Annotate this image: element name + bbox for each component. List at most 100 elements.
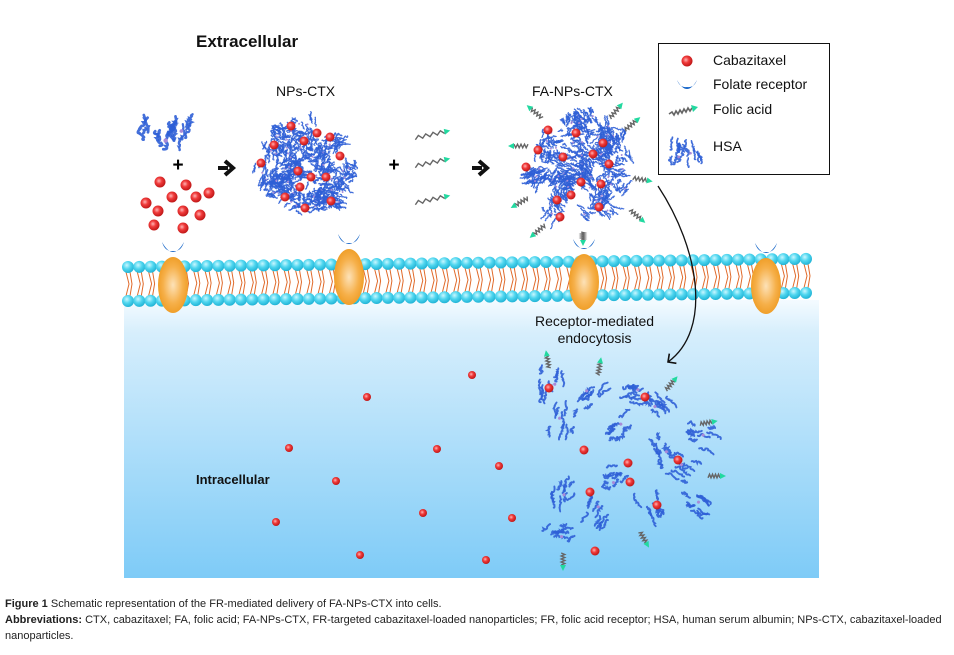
folic-acid-chain [624,117,641,132]
nps-ctx-label: NPs-CTX [276,83,336,99]
lipid-head [732,287,745,300]
legend-label-folic-acid: Folic acid [713,101,773,117]
lipid-head [800,286,812,299]
lipid-head [800,252,812,265]
hsa-protein [667,136,688,166]
lipid-head [427,291,440,304]
legend-label-cabazitaxel: Cabazitaxel [713,52,787,68]
folic-acid-chain [414,193,451,206]
hsa-protein [550,167,571,184]
cabazitaxel-dot [596,179,606,189]
lipid-head [517,256,530,269]
cabazitaxel-dot [433,445,441,453]
lipid-head [381,257,394,270]
lipid-tail [238,270,243,295]
lipid-head [540,255,553,268]
cabazitaxel-dot [571,128,581,138]
legend-label-folate-receptor: Folate receptor [713,76,808,92]
lipid-tail [468,267,472,293]
lipid-head [291,258,304,271]
lipid-head [720,287,733,300]
lipid-head [619,255,632,268]
hsa-protein [302,181,323,204]
lipid-tail [419,268,424,293]
plus-sign-2: + [388,155,399,176]
cabazitaxel-dot [332,477,340,485]
cabazitaxel-dot [419,509,427,517]
lipid-tail [491,267,495,292]
lipid-head [268,293,281,306]
cabazitaxel-dot-icon [681,55,693,67]
lipid-head [788,252,801,265]
lipid-head [630,254,643,267]
cabazitaxel-dot [495,462,503,470]
cabazitaxel-dot [194,209,206,221]
lipid-tail [509,267,514,292]
lipid-tail [321,269,325,294]
lipid-tail [430,268,435,293]
lipid-tail [611,266,616,291]
lipid-head [201,260,214,273]
lipid-head [291,292,304,305]
lipid-head [641,254,654,267]
cabazitaxel-dot [280,192,290,202]
transmembrane-protein [334,249,364,305]
cabazitaxel-dot [468,371,476,379]
lipid-head [528,256,541,269]
cytoplasm-region [124,300,819,578]
lipid-head [461,290,473,303]
lipid-tail [328,269,333,294]
folic-acid-chain [594,357,604,376]
lipid-head [551,289,564,302]
hsa-protein [251,161,269,186]
lipid-tail [792,263,797,289]
lipid-head [235,293,247,306]
folic-acid-chain [526,105,544,120]
cabazitaxel-dot [286,121,296,131]
lipid-tail [299,269,303,295]
cabazitaxel-dot [152,205,164,217]
cabazitaxel-dot [256,158,266,168]
lipid-tail [671,265,675,290]
lipid-tail [724,264,729,289]
lipid-tail [554,266,559,291]
lipid-head [212,259,225,272]
cabazitaxel-dot [154,176,166,188]
lipid-tail [645,265,650,290]
hsa-protein [549,475,576,513]
lipid-tail [441,268,446,293]
lipid-head [280,259,293,272]
lipid-head [630,288,643,301]
lipid-tail [683,265,687,290]
cabazitaxel-dot [326,196,336,206]
lipid-head [415,257,428,270]
lipid-tail [295,269,300,295]
folic-acid-chain [632,174,653,184]
lipid-head [506,290,519,303]
extracellular-label: Extracellular [196,32,299,51]
lipid-tail [276,270,280,295]
lipid-head [494,290,507,303]
caption-figure-text: Schematic representation of the FR-media… [50,598,442,610]
lipid-head [720,253,733,266]
cabazitaxel-dot [604,159,614,169]
lipid-head [302,292,315,305]
caption-abbreviations-text: CTX, cabazitaxel; FA, folic acid; FA-NPs… [5,614,942,642]
legend-item-folate-receptor: Folate receptor [659,76,829,96]
lipid-head [607,255,620,268]
lipid-tail [219,270,223,295]
hsa-protein [539,138,556,163]
lipid-head [314,292,327,305]
legend-label-hsa: HSA [713,138,742,154]
cabazitaxel-dot [673,455,683,465]
lipid-head [596,255,609,268]
lipid-tail [479,267,483,292]
schematic-figure: + + Extracellular Intracellular NPs-CTX … [122,32,830,578]
lipid-head [393,257,406,270]
lipid-tail [197,271,201,296]
lipid-head [675,288,688,301]
lipid-head [257,293,270,306]
folic-acid-chain [608,102,623,120]
hsa-protein [340,170,358,190]
lipid-head [472,290,485,303]
